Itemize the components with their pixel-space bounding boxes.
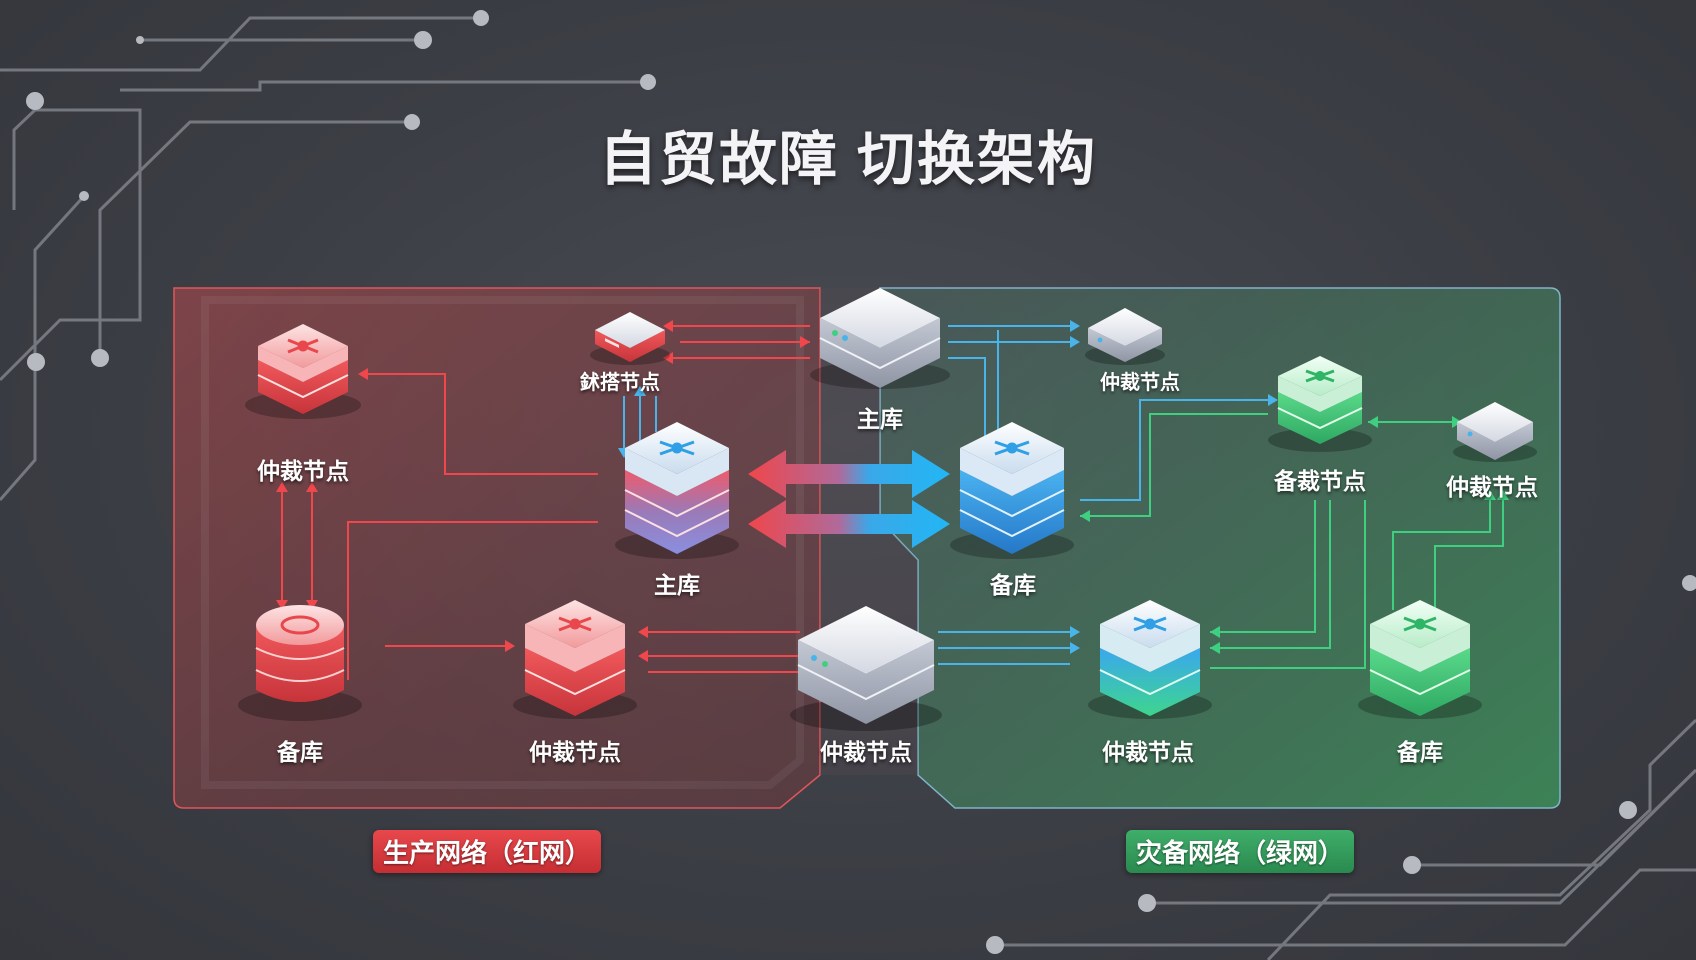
network-hub-icon: [659, 440, 695, 456]
label-red-mid-arbiter: 仲裁节点: [529, 739, 621, 765]
server-rack-icon: [811, 655, 828, 667]
label-top-right-arbiter: 仲裁节点: [1100, 372, 1180, 394]
green-backup-node: [1358, 600, 1482, 719]
database-icon: [280, 615, 320, 635]
top-right-small-node: [1085, 308, 1165, 365]
label-green-backup-arbiter: 备裁节点: [1274, 468, 1366, 494]
network-hub-icon: [287, 338, 319, 354]
label-top-left-node: 鉥搭节点: [580, 372, 660, 394]
label-top-primary: 主库: [857, 406, 903, 432]
label-red-primary: 主库: [654, 572, 700, 598]
network-hub-icon: [1133, 616, 1167, 632]
label-red-backup: 备库: [277, 739, 323, 765]
red-arbiter-node: [245, 324, 361, 419]
green-mid-arbiter-node: [1088, 600, 1212, 719]
disaster-network-label: 灾备网络（绿网）: [1125, 830, 1355, 873]
production-network-label: 生产网络（红网）: [372, 830, 602, 873]
top-primary-server: [810, 288, 950, 389]
page-title: 自贸故障 切换架构: [598, 127, 1098, 192]
label-far-right-arbiter: 仲裁节点: [1446, 474, 1538, 500]
label-green-backup: 备库: [1397, 739, 1443, 765]
center-backup-node: [950, 422, 1074, 559]
network-hub-icon: [994, 440, 1030, 456]
sync-arrow-lower: [748, 500, 950, 548]
label-bottom-center-arbiter: 仲裁节点: [820, 739, 912, 765]
top-left-small-node: [590, 312, 670, 365]
bottom-center-server: [790, 606, 942, 731]
green-backup-arbiter-node: [1268, 356, 1372, 452]
red-primary-node: [615, 422, 739, 559]
network-hub-icon: [558, 616, 592, 632]
server-rack-icon: [832, 330, 848, 341]
network-hub-icon: [1403, 616, 1437, 632]
red-backup-database: [238, 605, 362, 721]
far-right-small-node: [1453, 402, 1537, 462]
label-center-backup: 备库: [990, 572, 1036, 598]
network-hub-icon: [1305, 369, 1335, 383]
sync-arrow-upper: [748, 450, 950, 498]
label-green-mid-arbiter: 仲裁节点: [1102, 739, 1194, 765]
red-mid-arbiter-node: [513, 600, 637, 719]
label-red-arbiter: 仲裁节点: [257, 458, 349, 484]
